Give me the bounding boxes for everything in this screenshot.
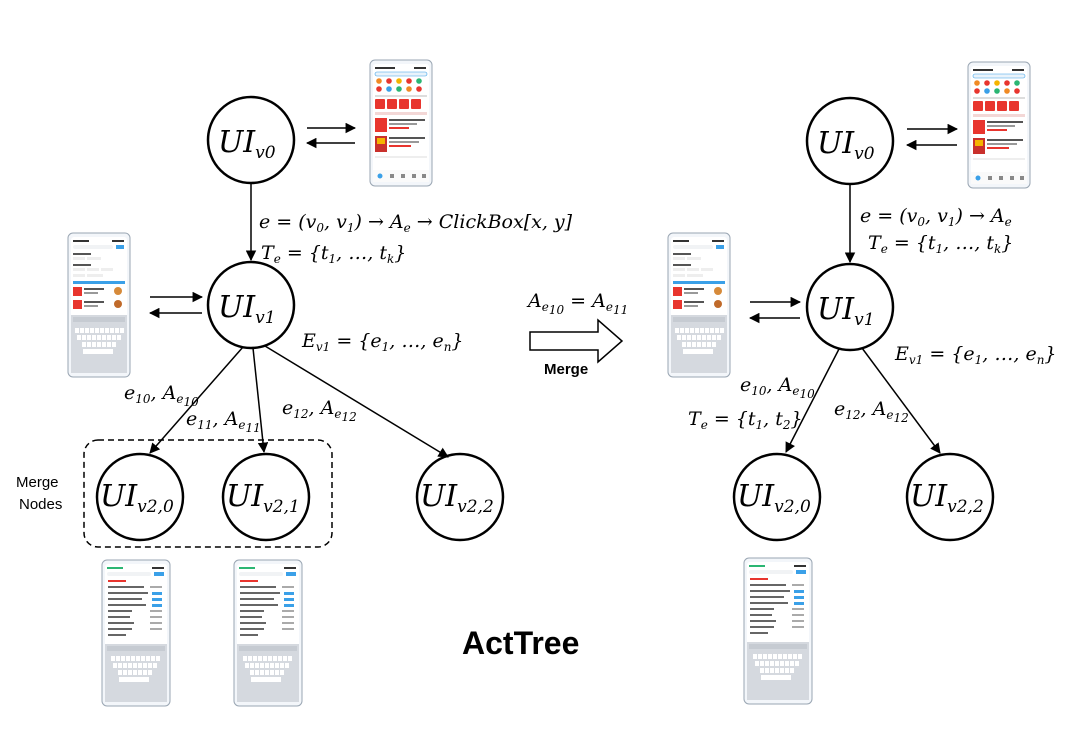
node-right-v20: UIv2,0	[732, 452, 822, 542]
screenshot-right-results	[743, 557, 813, 705]
node-right-v22: UIv2,2	[905, 452, 995, 542]
label-right-edge-set: Ev1 = {e1, …, en}	[894, 343, 1057, 367]
label-right-e10: e10, Ae10	[740, 374, 815, 401]
node-left-v0: UIv0	[206, 95, 296, 185]
node-left-v20: UIv2,0	[95, 452, 185, 542]
screenshot-left-results-v21	[233, 559, 303, 707]
edge-right-v1-v22	[861, 347, 941, 454]
swap-arrows-right-v1	[748, 296, 802, 324]
left-tree: UIv0 UIv1 UIv2,0 UIv2,1 UIv2,2 Merge Nod…	[16, 59, 573, 707]
swap-arrows-left-v1	[148, 291, 204, 319]
label-left-edge-v0-v1: e = (v0, v1) → Ae → ClickBox[x, y]	[259, 211, 573, 235]
merge-arrow	[529, 318, 624, 364]
svg-text:UIv1: UIv1	[218, 290, 276, 328]
diagram-title: ActTree	[462, 625, 579, 661]
merge-nodes-label-1: Merge	[16, 474, 59, 491]
node-left-v21: UIv2,1	[221, 452, 311, 542]
label-right-tasks-merged: Te = {t1, t2}	[688, 408, 803, 432]
label-right-edge-v0-v1: e = (v0, v1) → Ae	[860, 205, 1012, 229]
screenshot-left-results-v20	[101, 559, 171, 707]
merge-transition: Ae10 = Ae11 Merge	[526, 290, 628, 378]
node-left-v1: UIv1	[206, 260, 296, 350]
swap-arrows-left-v0	[305, 122, 357, 149]
svg-text:UIv1: UIv1	[817, 292, 875, 330]
svg-text:UIv2,0: UIv2,0	[100, 479, 174, 517]
label-right-e12: e12, Ae12	[834, 398, 909, 425]
swap-arrows-right-v0	[905, 123, 959, 151]
label-left-tasks: Te = {t1, …, tk}	[261, 242, 406, 266]
node-right-v1: UIv1	[805, 262, 895, 352]
screenshot-right-home	[967, 61, 1031, 189]
label-left-e10: e10, Ae10	[124, 382, 199, 409]
label-left-e11: e11, Ae11	[186, 408, 261, 435]
svg-text:UIv2,2: UIv2,2	[420, 479, 494, 517]
edge-left-v1-v22	[264, 345, 449, 458]
svg-text:UIv0: UIv0	[218, 125, 276, 163]
svg-text:UIv2,2: UIv2,2	[910, 479, 984, 517]
merge-nodes-box	[83, 439, 333, 548]
label-right-tasks: Te = {t1, …, tk}	[868, 232, 1013, 256]
svg-text:UIv2,0: UIv2,0	[737, 479, 811, 517]
edge-left-v1-v20	[149, 346, 244, 454]
screenshot-right-search	[667, 232, 731, 378]
label-left-edge-set: Ev1 = {e1, …, en}	[301, 330, 464, 354]
edge-right-v1-v20	[785, 348, 840, 453]
screenshot-left-home	[369, 59, 433, 187]
node-right-v0: UIv0	[805, 96, 895, 186]
screenshot-left-search	[67, 232, 131, 378]
svg-text:UIv0: UIv0	[817, 126, 875, 164]
right-tree: UIv0 UIv1 UIv2,0 UIv2,2 e = (v0, v1) → A…	[667, 61, 1057, 705]
merge-nodes-label-2: Nodes	[19, 496, 62, 513]
merge-label: Merge	[544, 361, 588, 378]
merge-equation: Ae10 = Ae11	[526, 290, 628, 317]
svg-text:UIv2,1: UIv2,1	[226, 479, 300, 517]
node-left-v22: UIv2,2	[415, 452, 505, 542]
edge-left-v1-v21	[252, 347, 269, 454]
label-left-e12: e12, Ae12	[282, 397, 357, 424]
